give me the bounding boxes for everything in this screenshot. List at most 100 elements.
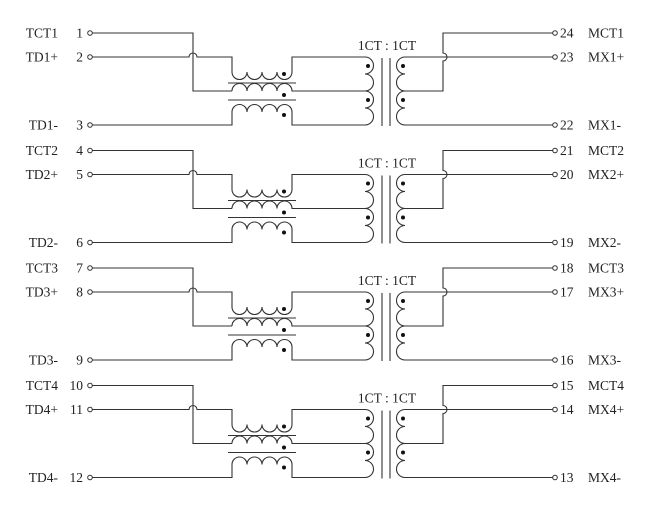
polarity-dot-icon <box>366 64 370 68</box>
terminal-icon <box>552 30 558 36</box>
center-tap-wire <box>92 149 232 210</box>
secondary-center-tap-wire <box>405 32 553 92</box>
polarity-dot-icon <box>366 416 370 421</box>
terminal-icon <box>87 265 93 271</box>
terminal-icon <box>552 382 558 389</box>
pin-number-label: 1 <box>76 26 83 41</box>
choke-winding-middle <box>231 200 365 210</box>
terminal-icon <box>87 239 93 246</box>
pin-number-label: 4 <box>76 143 83 158</box>
terminal-icon <box>87 171 93 178</box>
terminal-icon <box>87 474 93 481</box>
choke-winding-top <box>92 52 365 80</box>
turns-ratio-label: 1CT : 1CT <box>358 156 417 171</box>
pin-name-label: TD1+ <box>26 50 58 65</box>
terminal-icon <box>552 406 558 413</box>
terminal-icon <box>87 289 93 295</box>
pin-number-label: 24 <box>560 26 574 41</box>
pin-number-label: 7 <box>76 261 83 276</box>
transformer-core <box>381 293 391 361</box>
terminal-icon <box>87 122 93 128</box>
pin-name-label: MX1- <box>588 118 622 133</box>
terminal-icon <box>87 30 93 36</box>
polarity-dot-icon <box>282 93 286 97</box>
choke-winding-bottom <box>92 221 365 244</box>
transformer-primary <box>364 291 374 361</box>
choke-core <box>228 317 296 336</box>
choke-winding-bottom <box>92 339 365 361</box>
pin-name-label: TD3+ <box>26 285 58 300</box>
choke-winding-bottom <box>92 456 365 479</box>
pin-name-label: MX3+ <box>588 285 624 300</box>
pin-number-label: 19 <box>560 235 574 250</box>
choke-winding-top <box>92 404 365 433</box>
turns-ratio-label: 1CT : 1CT <box>358 391 417 406</box>
pin-name-label: MX1+ <box>588 50 624 65</box>
polarity-dot-icon <box>401 333 405 337</box>
terminal-icon <box>87 147 93 154</box>
polarity-dot-icon <box>282 348 286 352</box>
polarity-dot-icon <box>282 328 286 332</box>
pin-number-label: 23 <box>560 50 574 65</box>
pin-number-label: 14 <box>560 402 574 417</box>
polarity-dot-icon <box>366 215 370 220</box>
pin-number-label: 12 <box>70 470 84 485</box>
pin-name-label: MCT1 <box>588 26 624 41</box>
terminal-icon <box>552 171 558 178</box>
pin-number-label: 11 <box>70 402 83 417</box>
pin-number-label: 6 <box>76 235 83 250</box>
pin-number-label: 15 <box>560 378 574 393</box>
terminal-icon <box>552 122 558 128</box>
pin-number-label: 5 <box>76 167 83 182</box>
pin-number-label: 3 <box>76 118 83 133</box>
polarity-dot-icon <box>401 215 405 220</box>
choke-core <box>228 199 296 219</box>
pin-name-label: MCT2 <box>588 143 624 158</box>
polarity-dot-icon <box>366 450 370 455</box>
pin-number-label: 17 <box>560 285 574 300</box>
secondary-center-tap-wire <box>405 149 553 210</box>
center-tap-wire <box>92 267 232 327</box>
transformer-core <box>381 58 391 126</box>
choke-winding-top <box>92 169 365 198</box>
polarity-dot-icon <box>401 64 405 68</box>
pin-name-label: MX4+ <box>588 402 624 417</box>
polarity-dot-icon <box>282 230 286 235</box>
transformer-primary <box>364 173 374 244</box>
terminal-icon <box>552 54 558 60</box>
pin-name-label: TCT1 <box>26 26 58 41</box>
pin-number-label: 20 <box>560 167 574 182</box>
pin-name-label: TD4+ <box>26 402 58 417</box>
transformer-core <box>381 175 391 244</box>
polarity-dot-icon <box>282 424 286 429</box>
terminal-icon <box>552 357 558 363</box>
pin-number-label: 9 <box>76 353 83 368</box>
polarity-dot-icon <box>282 307 286 311</box>
pin-number-label: 8 <box>76 285 83 300</box>
pin-name-label: TCT3 <box>26 261 58 276</box>
polarity-dot-icon <box>366 299 370 303</box>
choke-core <box>228 434 296 454</box>
polarity-dot-icon <box>282 465 286 470</box>
pin-name-label: MCT4 <box>588 378 624 393</box>
pin-number-label: 2 <box>76 50 83 65</box>
pin-name-label: TCT2 <box>26 143 58 158</box>
pin-number-label: 16 <box>560 353 574 368</box>
polarity-dot-icon <box>282 113 286 117</box>
center-tap-wire <box>92 32 232 92</box>
pin-name-label: TD2- <box>29 235 59 250</box>
transformer-core <box>381 410 391 479</box>
polarity-dot-icon <box>401 416 405 421</box>
polarity-dot-icon <box>282 210 286 215</box>
pin-name-label: TD3- <box>29 353 59 368</box>
polarity-dot-icon <box>401 299 405 303</box>
pin-name-label: TD1- <box>29 118 59 133</box>
polarity-dot-icon <box>401 450 405 455</box>
polarity-dot-icon <box>366 333 370 337</box>
terminal-icon <box>552 474 558 481</box>
polarity-dot-icon <box>401 181 405 186</box>
choke-winding-middle <box>231 83 365 92</box>
